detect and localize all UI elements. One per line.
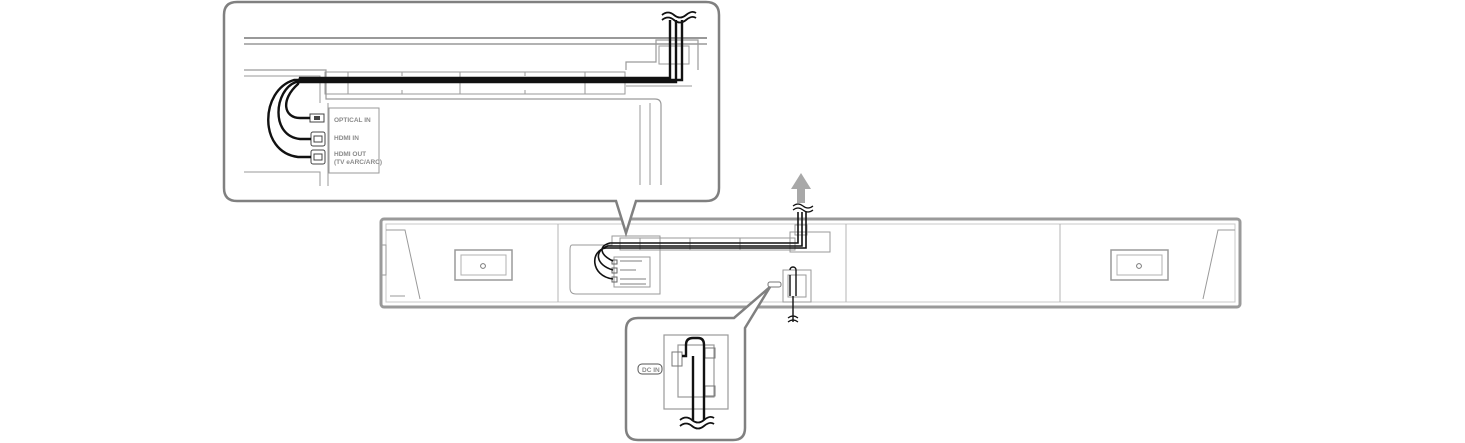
soundbar-body: [379, 217, 1242, 309]
cable-break-mark-bottom: [679, 415, 715, 430]
hdmi-out-label: HDMI OUT: [334, 151, 366, 158]
up-arrow: [791, 173, 811, 203]
hdmi-in-label: HDMI IN: [334, 135, 359, 142]
cable-hook-small: [789, 224, 831, 253]
cable-break-mark-top: [661, 10, 697, 24]
cables-small: [593, 212, 807, 280]
dc-in-area-small: [767, 266, 812, 323]
cables-zoomed: [267, 20, 684, 159]
port-labels: OPTICAL IN HDMI IN HDMI OUT (TV eARC/ARC…: [334, 117, 382, 166]
terminal-recess-small: [569, 235, 661, 295]
hdmi-out-earc-label: (TV eARC/ARC): [334, 159, 382, 166]
dc-in-label: DC IN: [642, 367, 660, 374]
dc-cable-zoomed: [682, 336, 706, 420]
wall-mount-hole-right: [1110, 249, 1169, 281]
cable-break-mark-small: [792, 203, 814, 213]
optical-in-label: OPTICAL IN: [334, 117, 371, 124]
wall-mount-hole-left: [454, 249, 513, 281]
top-callout: [222, 0, 721, 238]
bottom-callout: [624, 286, 772, 442]
